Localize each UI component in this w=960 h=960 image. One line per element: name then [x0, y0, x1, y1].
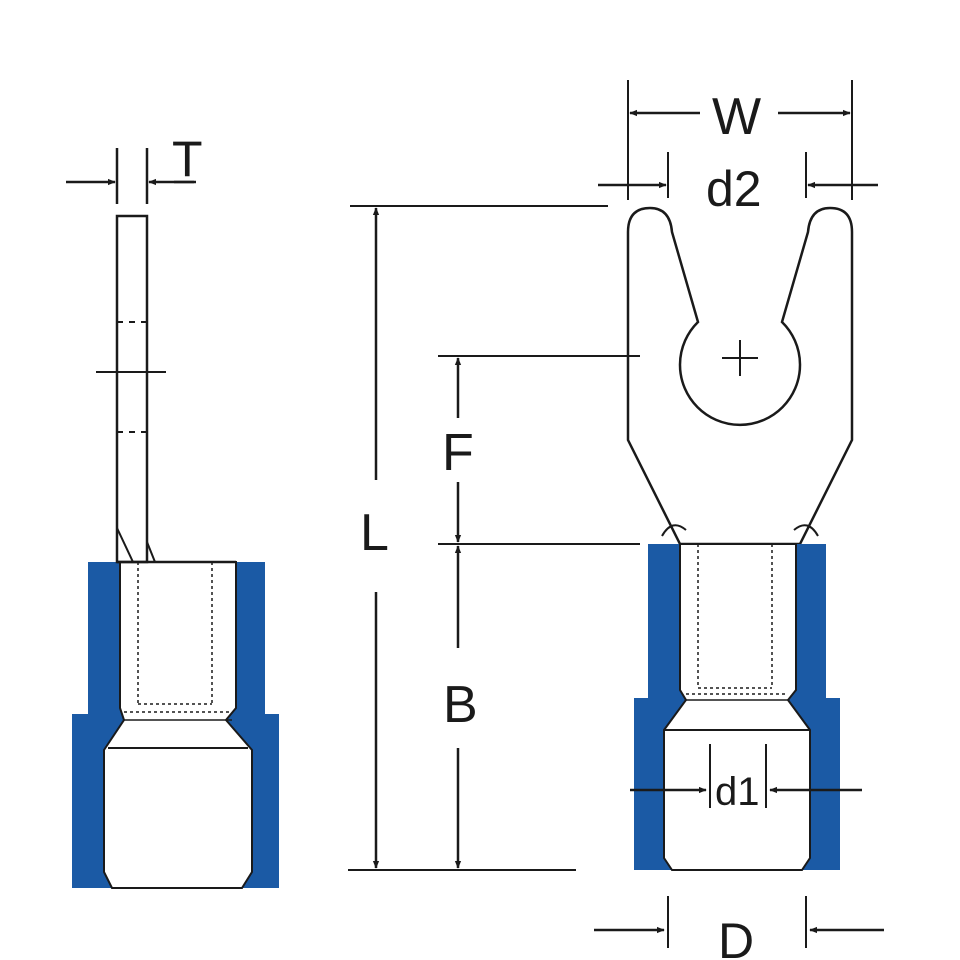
front-insulation: [634, 543, 840, 871]
label-d: D: [718, 913, 754, 960]
front-barrel: [663, 543, 811, 871]
label-l: L: [360, 504, 389, 562]
front-view: [626, 206, 854, 546]
dimension-t: [66, 148, 196, 204]
front-hidden-lines: [686, 544, 788, 695]
extension-lines: [348, 80, 853, 948]
side-hidden-lines: [124, 562, 232, 713]
label-d2: d2: [706, 161, 762, 217]
label-d1: d1: [715, 770, 760, 814]
label-w: W: [712, 88, 761, 146]
label-f: F: [442, 424, 474, 482]
spade-fork: [626, 206, 854, 546]
label-t: T: [172, 131, 203, 187]
side-blade: [115, 214, 149, 564]
side-view: [72, 214, 279, 889]
label-b: B: [443, 676, 478, 734]
side-barrel: [103, 561, 253, 889]
